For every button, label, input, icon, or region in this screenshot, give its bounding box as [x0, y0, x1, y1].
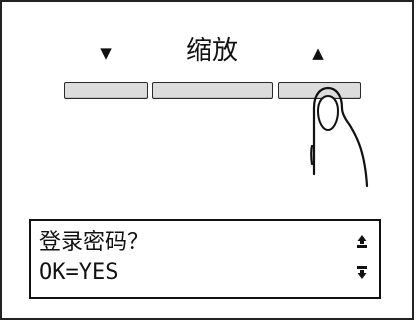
- zoom-label: 缩放: [185, 36, 238, 66]
- lcd-line-2: OK=YES: [39, 260, 119, 285]
- down-arrow-label: ▼: [100, 44, 112, 62]
- zoom-button[interactable]: [152, 82, 273, 99]
- lcd-display: 登录密码？ OK=YES: [29, 219, 381, 299]
- up-arrow-label: ▲: [312, 44, 324, 62]
- lcd-line-1: 登录密码？: [39, 230, 150, 255]
- scroll-up-icon: [357, 235, 367, 248]
- scroll-down-icon: [357, 266, 367, 279]
- pointing-finger-icon: [310, 86, 369, 188]
- down-arrow-button[interactable]: [64, 82, 148, 99]
